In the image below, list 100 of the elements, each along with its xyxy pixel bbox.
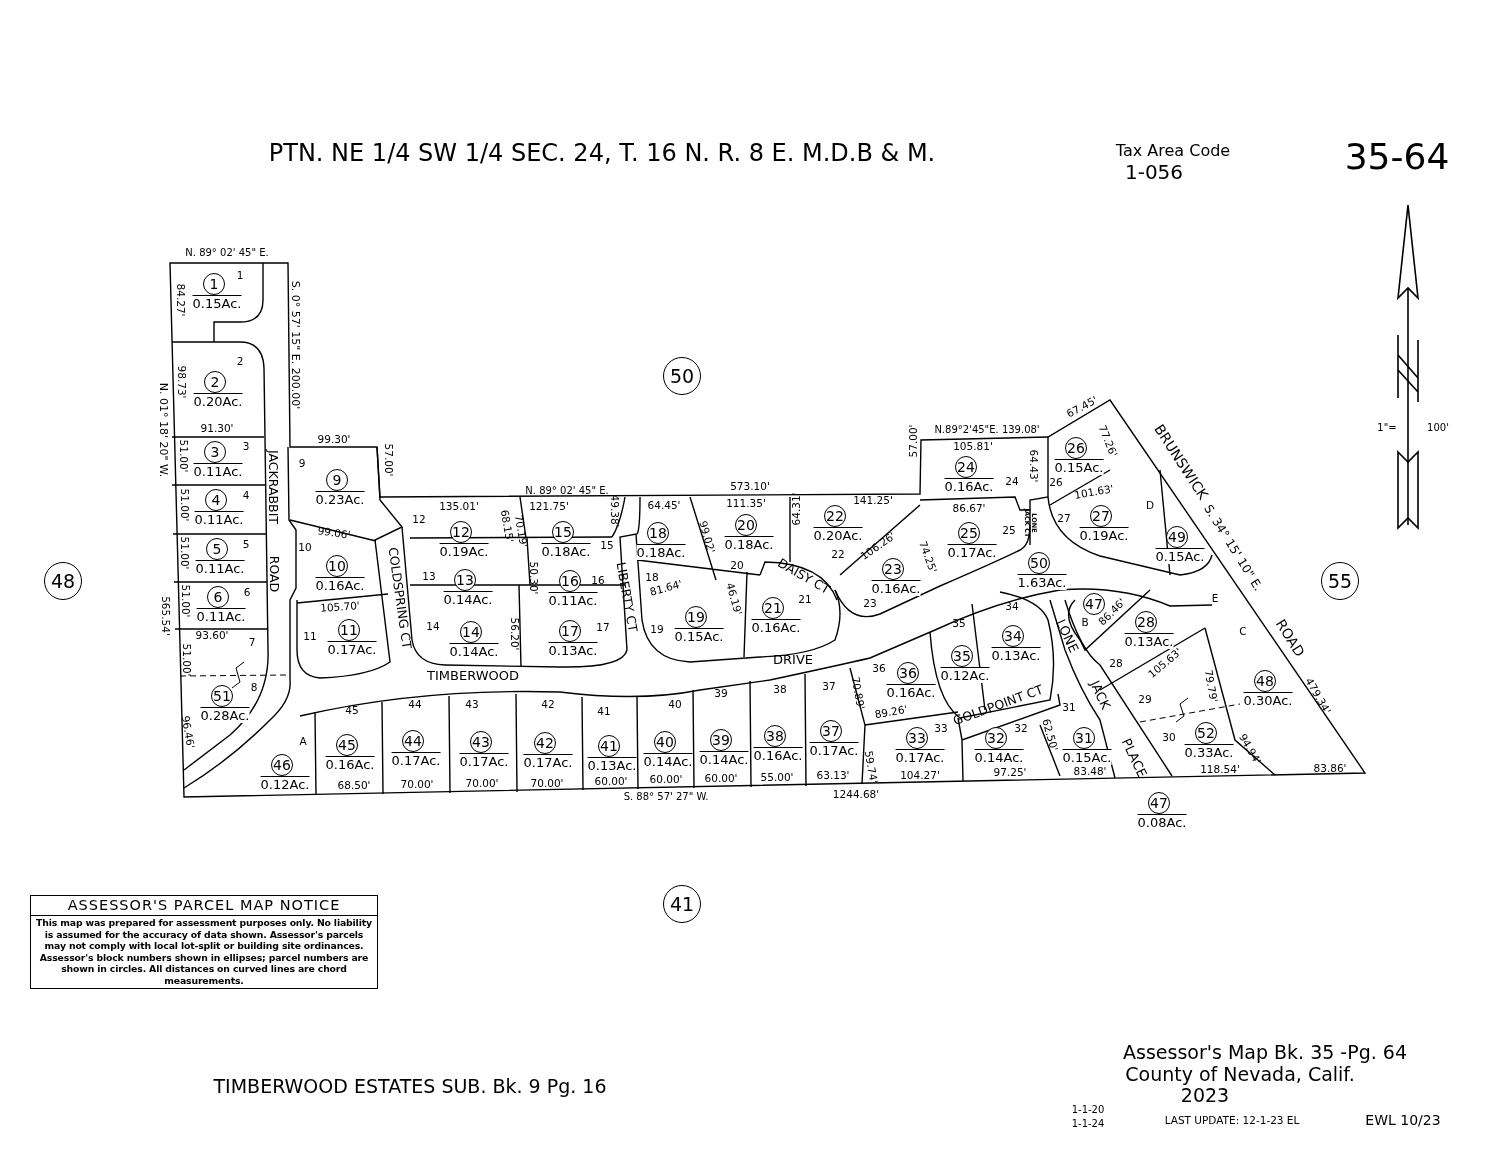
- lot-number: 42: [541, 699, 555, 711]
- street-name: JACKRABBIT: [266, 450, 280, 524]
- map-reference: County of Nevada, Calif.: [1125, 1065, 1355, 1085]
- lot-number: 2: [236, 356, 244, 368]
- update-note: LAST UPDATE: 12-1-23 EL: [1164, 1115, 1300, 1127]
- parcel-acreage: 0.17Ac.: [523, 754, 573, 770]
- parcel-acreage: 0.11Ac.: [195, 560, 245, 576]
- parcel-number-circle: 37: [820, 720, 842, 742]
- parcel-number-circle: 23: [882, 558, 904, 580]
- dimension-label: 70.00': [400, 779, 434, 791]
- dimension-label: 105.81': [953, 441, 993, 453]
- dimension-label: 46.19': [724, 581, 744, 617]
- parcel-number-circle: 22: [824, 505, 846, 527]
- parcel-acreage: 0.14Ac.: [643, 753, 693, 769]
- parcel-number-circle: 31: [1073, 727, 1095, 749]
- parcel-acreage: 0.16Ac.: [753, 747, 803, 763]
- map-reference: 2023: [1180, 1086, 1230, 1106]
- lot-number: 6: [243, 587, 251, 599]
- lot-number: 9: [298, 458, 306, 470]
- lot-number: 11: [303, 631, 317, 643]
- dimension-label: 565.54': [159, 596, 171, 636]
- dimension-label: 62.50': [1040, 717, 1060, 753]
- map-page-circle: 55: [1321, 562, 1359, 600]
- parcel-number-circle: 32: [985, 727, 1007, 749]
- easement-letter: A: [299, 736, 307, 748]
- dimension-label: 59.74': [862, 749, 880, 785]
- parcel-number-circle: 35: [951, 645, 973, 667]
- parcel-acreage: 0.17Ac.: [947, 544, 997, 560]
- dimension-label: 83.86': [1313, 763, 1347, 775]
- parcel-acreage: 0.17Ac.: [895, 749, 945, 765]
- parcel-acreage: 0.11Ac.: [194, 511, 244, 527]
- parcel-number-circle: 45: [336, 734, 358, 756]
- lot-number: 10: [298, 542, 312, 554]
- lot-number: 23: [863, 598, 877, 610]
- parcel-number-circle: 41: [598, 735, 620, 757]
- lot-number: 21: [798, 594, 812, 606]
- lot-number: 22: [831, 549, 845, 561]
- bearing-label: S. 0° 57' 15" E. 200.00': [289, 280, 301, 410]
- parcel-number-circle: 5: [206, 538, 228, 560]
- tax-area-code: 1-056: [1124, 161, 1184, 183]
- parcel-acreage: 0.20Ac.: [193, 393, 243, 409]
- dimension-label: 55.00': [760, 772, 794, 784]
- map-page-circle: 50: [663, 357, 701, 395]
- lot-number: 12: [412, 514, 426, 526]
- dimension-label: 1244.68': [832, 789, 880, 801]
- street-name: TIMBERWOOD: [427, 669, 519, 683]
- dimension-label: 70.00': [530, 778, 564, 790]
- street-name: ROAD: [267, 555, 281, 593]
- dimension-label: 60.00': [704, 773, 738, 785]
- parcel-number-circle: 26: [1065, 437, 1087, 459]
- parcel-number-circle: 44: [402, 730, 424, 752]
- parcel-number-circle: 52: [1195, 722, 1217, 744]
- parcel-acreage: 0.08Ac.: [1137, 814, 1187, 830]
- parcel-acreage: 0.12Ac.: [260, 776, 310, 792]
- dimension-label: 141.25': [853, 495, 893, 507]
- easement-letter: C: [1239, 626, 1247, 638]
- lot-number: 16: [591, 575, 605, 587]
- parcel-number-circle: 46: [271, 754, 293, 776]
- dimension-label: 74.25': [917, 539, 939, 575]
- parcel-acreage: 0.19Ac.: [1079, 527, 1129, 543]
- dimension-label: 101.63': [1073, 483, 1115, 501]
- parcel-acreage: 0.13Ac.: [1124, 633, 1174, 649]
- parcel-number-circle: 17: [559, 620, 581, 642]
- parcel-number-circle: 50: [1028, 552, 1050, 574]
- lot-number: 32: [1014, 723, 1028, 735]
- map-title: PTN. NE 1/4 SW 1/4 SEC. 24, T. 16 N. R. 8 E. M.D.B & M.: [268, 141, 936, 167]
- map-reference: EWL 10/23: [1365, 1112, 1441, 1128]
- parcel-number-circle: 28: [1135, 611, 1157, 633]
- parcel-acreage: 0.11Ac.: [548, 592, 598, 608]
- parcel-number-circle: 13: [454, 569, 476, 591]
- dimension-label: 49.38': [608, 494, 620, 528]
- parcel-acreage: 0.17Ac.: [459, 753, 509, 769]
- lot-number: 5: [242, 539, 250, 551]
- parcel-number-circle: 34: [1002, 625, 1024, 647]
- parcel-number-circle: 15: [552, 521, 574, 543]
- street-name: COLDSPRING CT: [386, 546, 414, 650]
- scale-label: 1"=: [1377, 422, 1397, 434]
- dimension-label: 63.13': [816, 770, 850, 782]
- lot-number: 20: [730, 560, 744, 572]
- parcel-acreage: 0.12Ac.: [940, 667, 990, 683]
- parcel-number-circle: 4: [205, 489, 227, 511]
- dimension-label: 64.31': [791, 492, 803, 526]
- lot-number: 44: [408, 699, 422, 711]
- parcel-number-circle: 42: [534, 732, 556, 754]
- parcel-acreage: 0.17Ac.: [809, 742, 859, 758]
- dimension-label: 118.54': [1200, 764, 1240, 776]
- lot-number: 15: [600, 540, 614, 552]
- parcel-acreage: 0.15Ac.: [1155, 548, 1205, 564]
- parcel-acreage: 0.13Ac.: [587, 757, 637, 773]
- parcel-number-circle: 10: [326, 555, 348, 577]
- lot-number: 3: [242, 441, 250, 453]
- lot-number: 26: [1049, 477, 1063, 489]
- parcel-number-circle: 48: [1254, 670, 1276, 692]
- dimension-label: 98.73': [175, 365, 187, 399]
- parcel-number-circle: 43: [470, 731, 492, 753]
- lot-number: 45: [345, 705, 359, 717]
- parcel-acreage: 0.11Ac.: [196, 608, 246, 624]
- parcel-number-circle: 49: [1166, 526, 1188, 548]
- dimension-label: 79.79': [1202, 668, 1220, 704]
- revision-date: 1-1-24: [1071, 1118, 1105, 1130]
